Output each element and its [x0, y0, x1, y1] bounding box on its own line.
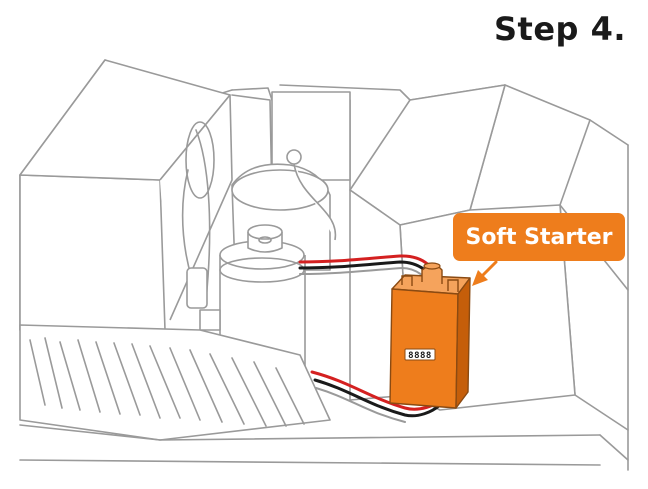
soft-starter-side-face	[455, 277, 471, 409]
soft-starter-module: 8888	[389, 262, 471, 409]
soft-starter-bracket	[401, 275, 413, 286]
soft-starter-callout: Soft Starter	[453, 213, 625, 261]
base-floor	[19, 424, 629, 466]
front-grille	[19, 324, 331, 441]
back-panel	[181, 91, 351, 301]
pressure-switch	[186, 149, 337, 331]
step-title: Step 4.	[493, 10, 626, 48]
callout-arrow	[472, 260, 498, 286]
soft-starter-display	[404, 348, 436, 361]
callout-label: Soft Starter	[465, 224, 613, 250]
soft-starter-display-digits: 8888	[408, 351, 432, 361]
grille-slats	[29, 337, 305, 427]
